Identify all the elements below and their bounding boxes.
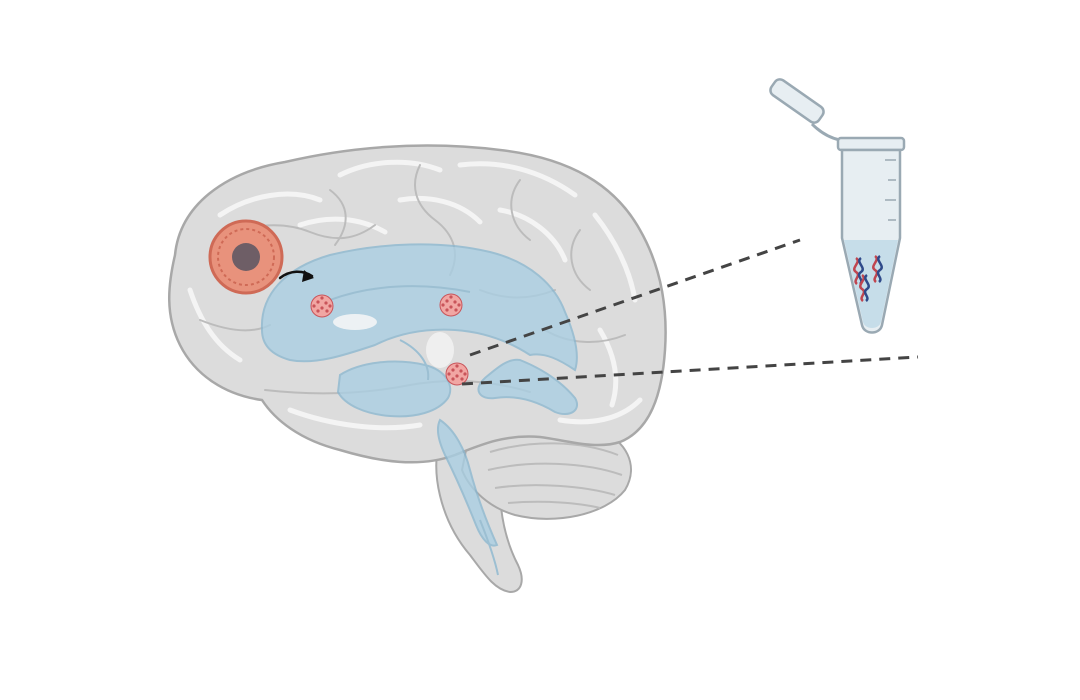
dashed-line-upper <box>469 238 801 357</box>
dna-fragment-icon <box>859 273 870 302</box>
curved-arrow-icon <box>278 270 314 282</box>
tumor-cell-icon <box>439 293 463 317</box>
sampling-lines <box>461 238 919 386</box>
dashed-line-lower <box>461 355 919 386</box>
fourth-ventricle <box>436 418 499 547</box>
tumor-cell-icon <box>310 294 334 318</box>
temporal-horn <box>477 358 578 416</box>
tumor-cells <box>310 293 469 386</box>
dna-fragment-icon <box>853 256 864 285</box>
gyri-highlights <box>187 159 643 431</box>
dna-fragments <box>853 254 883 302</box>
lateral-ventricle <box>260 243 578 372</box>
ventricle-system <box>260 243 578 576</box>
third-ventricle <box>336 360 452 418</box>
ventricle-highlight <box>426 332 454 368</box>
tumor-cell-icon <box>445 362 469 386</box>
tumor-icon <box>208 219 284 295</box>
microcentrifuge-tube-icon <box>769 78 906 334</box>
dna-fragment-icon <box>872 254 883 283</box>
cerebellum-folds <box>487 442 623 509</box>
ventricle-highlight <box>333 314 377 330</box>
